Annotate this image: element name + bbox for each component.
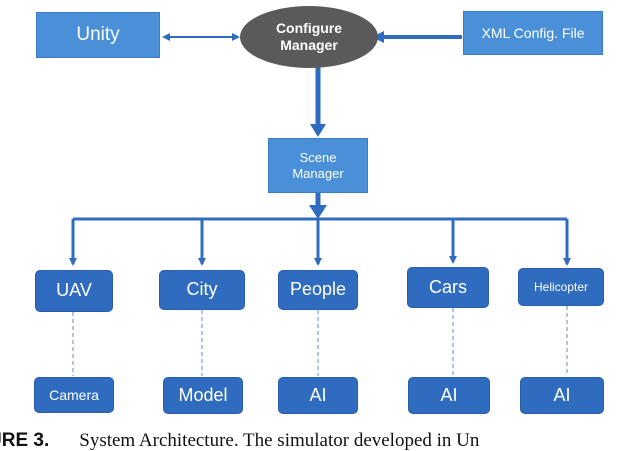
unity-box: Unity	[36, 12, 160, 58]
configure-scene-arrowhead	[310, 124, 326, 137]
people-ai-label: AI	[309, 384, 327, 405]
unity-label: Unity	[76, 23, 120, 45]
figure-caption-label: URE 3.	[0, 430, 50, 451]
scene-bus-arrowhead	[309, 205, 327, 219]
camera-box: Camera	[34, 377, 114, 413]
xml-config-box: XML Config. File	[463, 11, 603, 55]
figure-caption-text: System Architecture. The simulator devel…	[79, 430, 480, 451]
people-label: People	[289, 279, 347, 300]
cars-ai-box: AI	[408, 377, 490, 414]
helicopter-ai-box: AI	[520, 377, 604, 414]
model-label: Model	[178, 384, 228, 405]
helicopter-box: Helicopter	[518, 268, 604, 306]
configure-manager-ellipse: Configure Manager	[240, 6, 378, 68]
helicopter-ai-label: AI	[553, 384, 571, 405]
people-ai-box: AI	[278, 377, 358, 414]
configure-manager-label-line2: Manager	[280, 37, 338, 53]
city-label: City	[186, 279, 218, 300]
xml-config-label: XML Config. File	[481, 24, 585, 41]
camera-label: Camera	[49, 386, 99, 403]
xml-configure-arrowhead	[372, 31, 384, 43]
figure-caption: URE 3. System Architecture. The simulator…	[0, 430, 640, 451]
model-box: Model	[163, 377, 243, 414]
uav-box: UAV	[35, 270, 113, 312]
cars-label: Cars	[428, 276, 467, 297]
scene-manager-label-line2: Manager	[292, 165, 344, 181]
configure-manager-label-line1: Configure	[275, 20, 343, 37]
city-box: City	[159, 270, 245, 310]
uav-label: UAV	[56, 280, 92, 301]
people-box: People	[278, 270, 358, 310]
scene-manager-box: Scene Manager	[268, 138, 368, 193]
cars-ai-label: AI	[440, 384, 458, 405]
helicopter-label: Helicopter	[533, 279, 589, 294]
cars-box: Cars	[407, 267, 489, 308]
scene-manager-label-line1: Scene	[299, 149, 337, 165]
